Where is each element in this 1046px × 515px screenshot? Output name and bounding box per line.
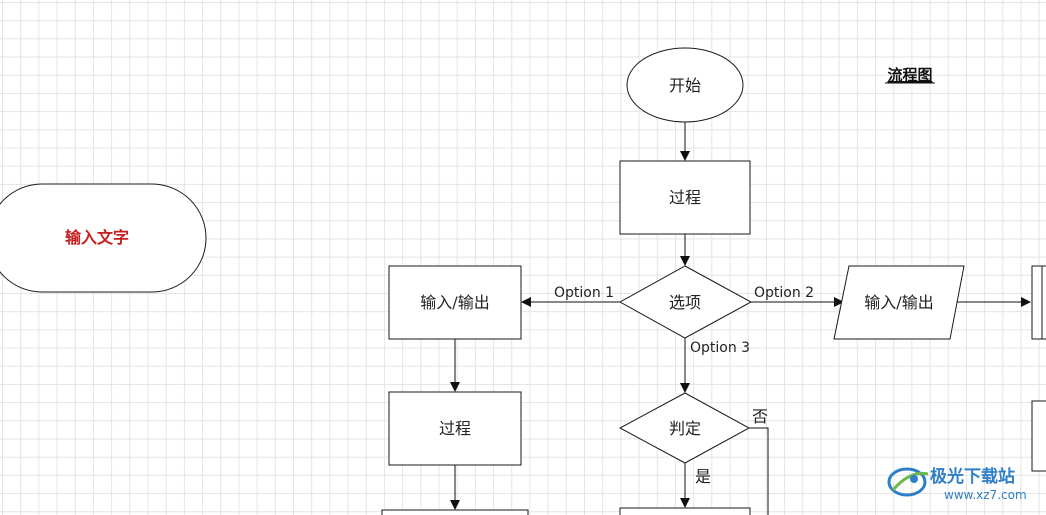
io-right-label: 输入/输出	[864, 293, 933, 312]
watermark-name: 极光下载站	[930, 466, 1015, 487]
option-label: 选项	[669, 293, 701, 312]
watermark-logo-icon	[887, 467, 929, 497]
decision-node[interactable]: 判定	[618, 392, 751, 464]
io-node-left[interactable]: 输入/输出	[388, 265, 522, 340]
edge-no-label: 否	[752, 407, 768, 426]
terminator-label: 输入文字	[65, 228, 129, 247]
partial-node-right-top[interactable]	[1031, 265, 1046, 340]
start-label: 开始	[669, 76, 701, 95]
edge-no[interactable]	[749, 427, 769, 515]
start-node[interactable]: 开始	[626, 47, 744, 123]
partial-node-right-bottom[interactable]	[1031, 400, 1046, 472]
diagram-title[interactable]: 流程图	[887, 66, 932, 84]
edge-option1-label: Option 1	[554, 285, 614, 301]
io-left-label: 输入/输出	[420, 293, 489, 312]
process-left-label: 过程	[439, 419, 471, 438]
process-node-top[interactable]: 过程	[619, 160, 751, 235]
partial-node-bottom-left[interactable]	[381, 509, 529, 515]
terminator-shape[interactable]: 输入文字	[0, 183, 207, 293]
edge-option3-label: Option 3	[690, 340, 750, 356]
watermark: 极光下载站 www.xz7.com	[887, 466, 1027, 502]
option-node[interactable]: 选项	[618, 265, 753, 339]
decision-label: 判定	[669, 419, 701, 438]
io-node-right[interactable]: 输入/输出	[833, 265, 965, 340]
process-top-label: 过程	[669, 188, 701, 207]
process-node-left[interactable]: 过程	[388, 391, 522, 466]
edge-option2-label: Option 2	[754, 285, 814, 301]
partial-node-bottom-center[interactable]	[619, 507, 751, 515]
edge-yes-label: 是	[695, 467, 711, 486]
watermark-url: www.xz7.com	[944, 488, 1027, 502]
